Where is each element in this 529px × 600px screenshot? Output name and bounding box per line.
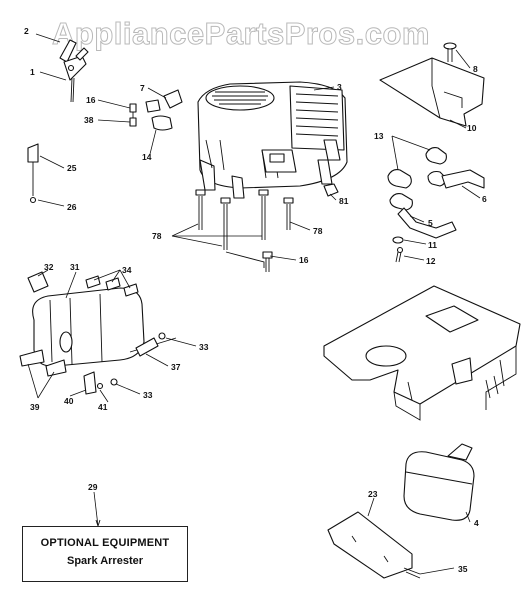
callout-29: 29: [88, 482, 98, 492]
callout-33-lower: 33: [143, 390, 153, 400]
pin-parts: [27, 143, 39, 204]
muffler: [403, 443, 475, 521]
callout-11: 11: [428, 240, 437, 250]
callout-40: 40: [64, 396, 74, 406]
callout-31: 31: [70, 262, 80, 272]
callout-6: 6: [482, 194, 487, 204]
engine-assembly: [197, 81, 348, 199]
callout-32: 32: [44, 262, 54, 272]
leader-lines: [27, 33, 481, 575]
watermark-text: AppliancePartsPros.com: [52, 16, 430, 51]
small-fittings: [129, 89, 183, 131]
callout-1: 1: [30, 67, 35, 77]
optional-equipment-box: OPTIONAL EQUIPMENT Spark Arrester: [22, 526, 188, 582]
optional-equipment-title: OPTIONAL EQUIPMENT: [40, 537, 170, 549]
callout-25: 25: [67, 163, 77, 173]
callout-35: 35: [458, 564, 468, 574]
callout-12: 12: [426, 256, 436, 266]
callout-16-top: 16: [86, 95, 96, 105]
callout-41: 41: [98, 402, 108, 412]
callout-37: 37: [171, 362, 181, 372]
callout-14: 14: [142, 152, 152, 162]
spark-arrester-parts: [19, 271, 177, 395]
callout-78-right: 78: [313, 226, 323, 236]
callout-4: 4: [474, 518, 479, 528]
callout-26: 26: [67, 202, 77, 212]
callout-5: 5: [428, 218, 433, 228]
callout-2: 2: [24, 26, 29, 36]
callout-78-left: 78: [152, 231, 162, 241]
callout-81: 81: [339, 196, 349, 206]
heat-shield: [379, 42, 485, 127]
nut-81: [323, 183, 339, 197]
muffler-bracket: [327, 511, 421, 579]
spark-arrester-label: Spark Arrester: [66, 555, 144, 567]
callout-8: 8: [473, 64, 478, 74]
callout-38: 38: [84, 115, 94, 125]
callout-13: 13: [374, 131, 384, 141]
exhaust-pipes: [387, 147, 485, 263]
callout-labels: 2 1 3 7 16 38 14 8 10 13 6 5 11 12 25 26…: [24, 26, 487, 574]
engine-mounting-bolts: [195, 189, 294, 272]
callout-16-bottom: 16: [299, 255, 309, 265]
callout-23: 23: [368, 489, 378, 499]
callout-34: 34: [122, 265, 132, 275]
throttle-control-lever: [59, 39, 89, 103]
callout-33-upper: 33: [199, 342, 209, 352]
callout-39: 39: [30, 402, 40, 412]
chassis-plate: [323, 285, 521, 421]
callout-3: 3: [337, 82, 342, 92]
callout-10: 10: [467, 123, 477, 133]
callout-7: 7: [140, 83, 145, 93]
